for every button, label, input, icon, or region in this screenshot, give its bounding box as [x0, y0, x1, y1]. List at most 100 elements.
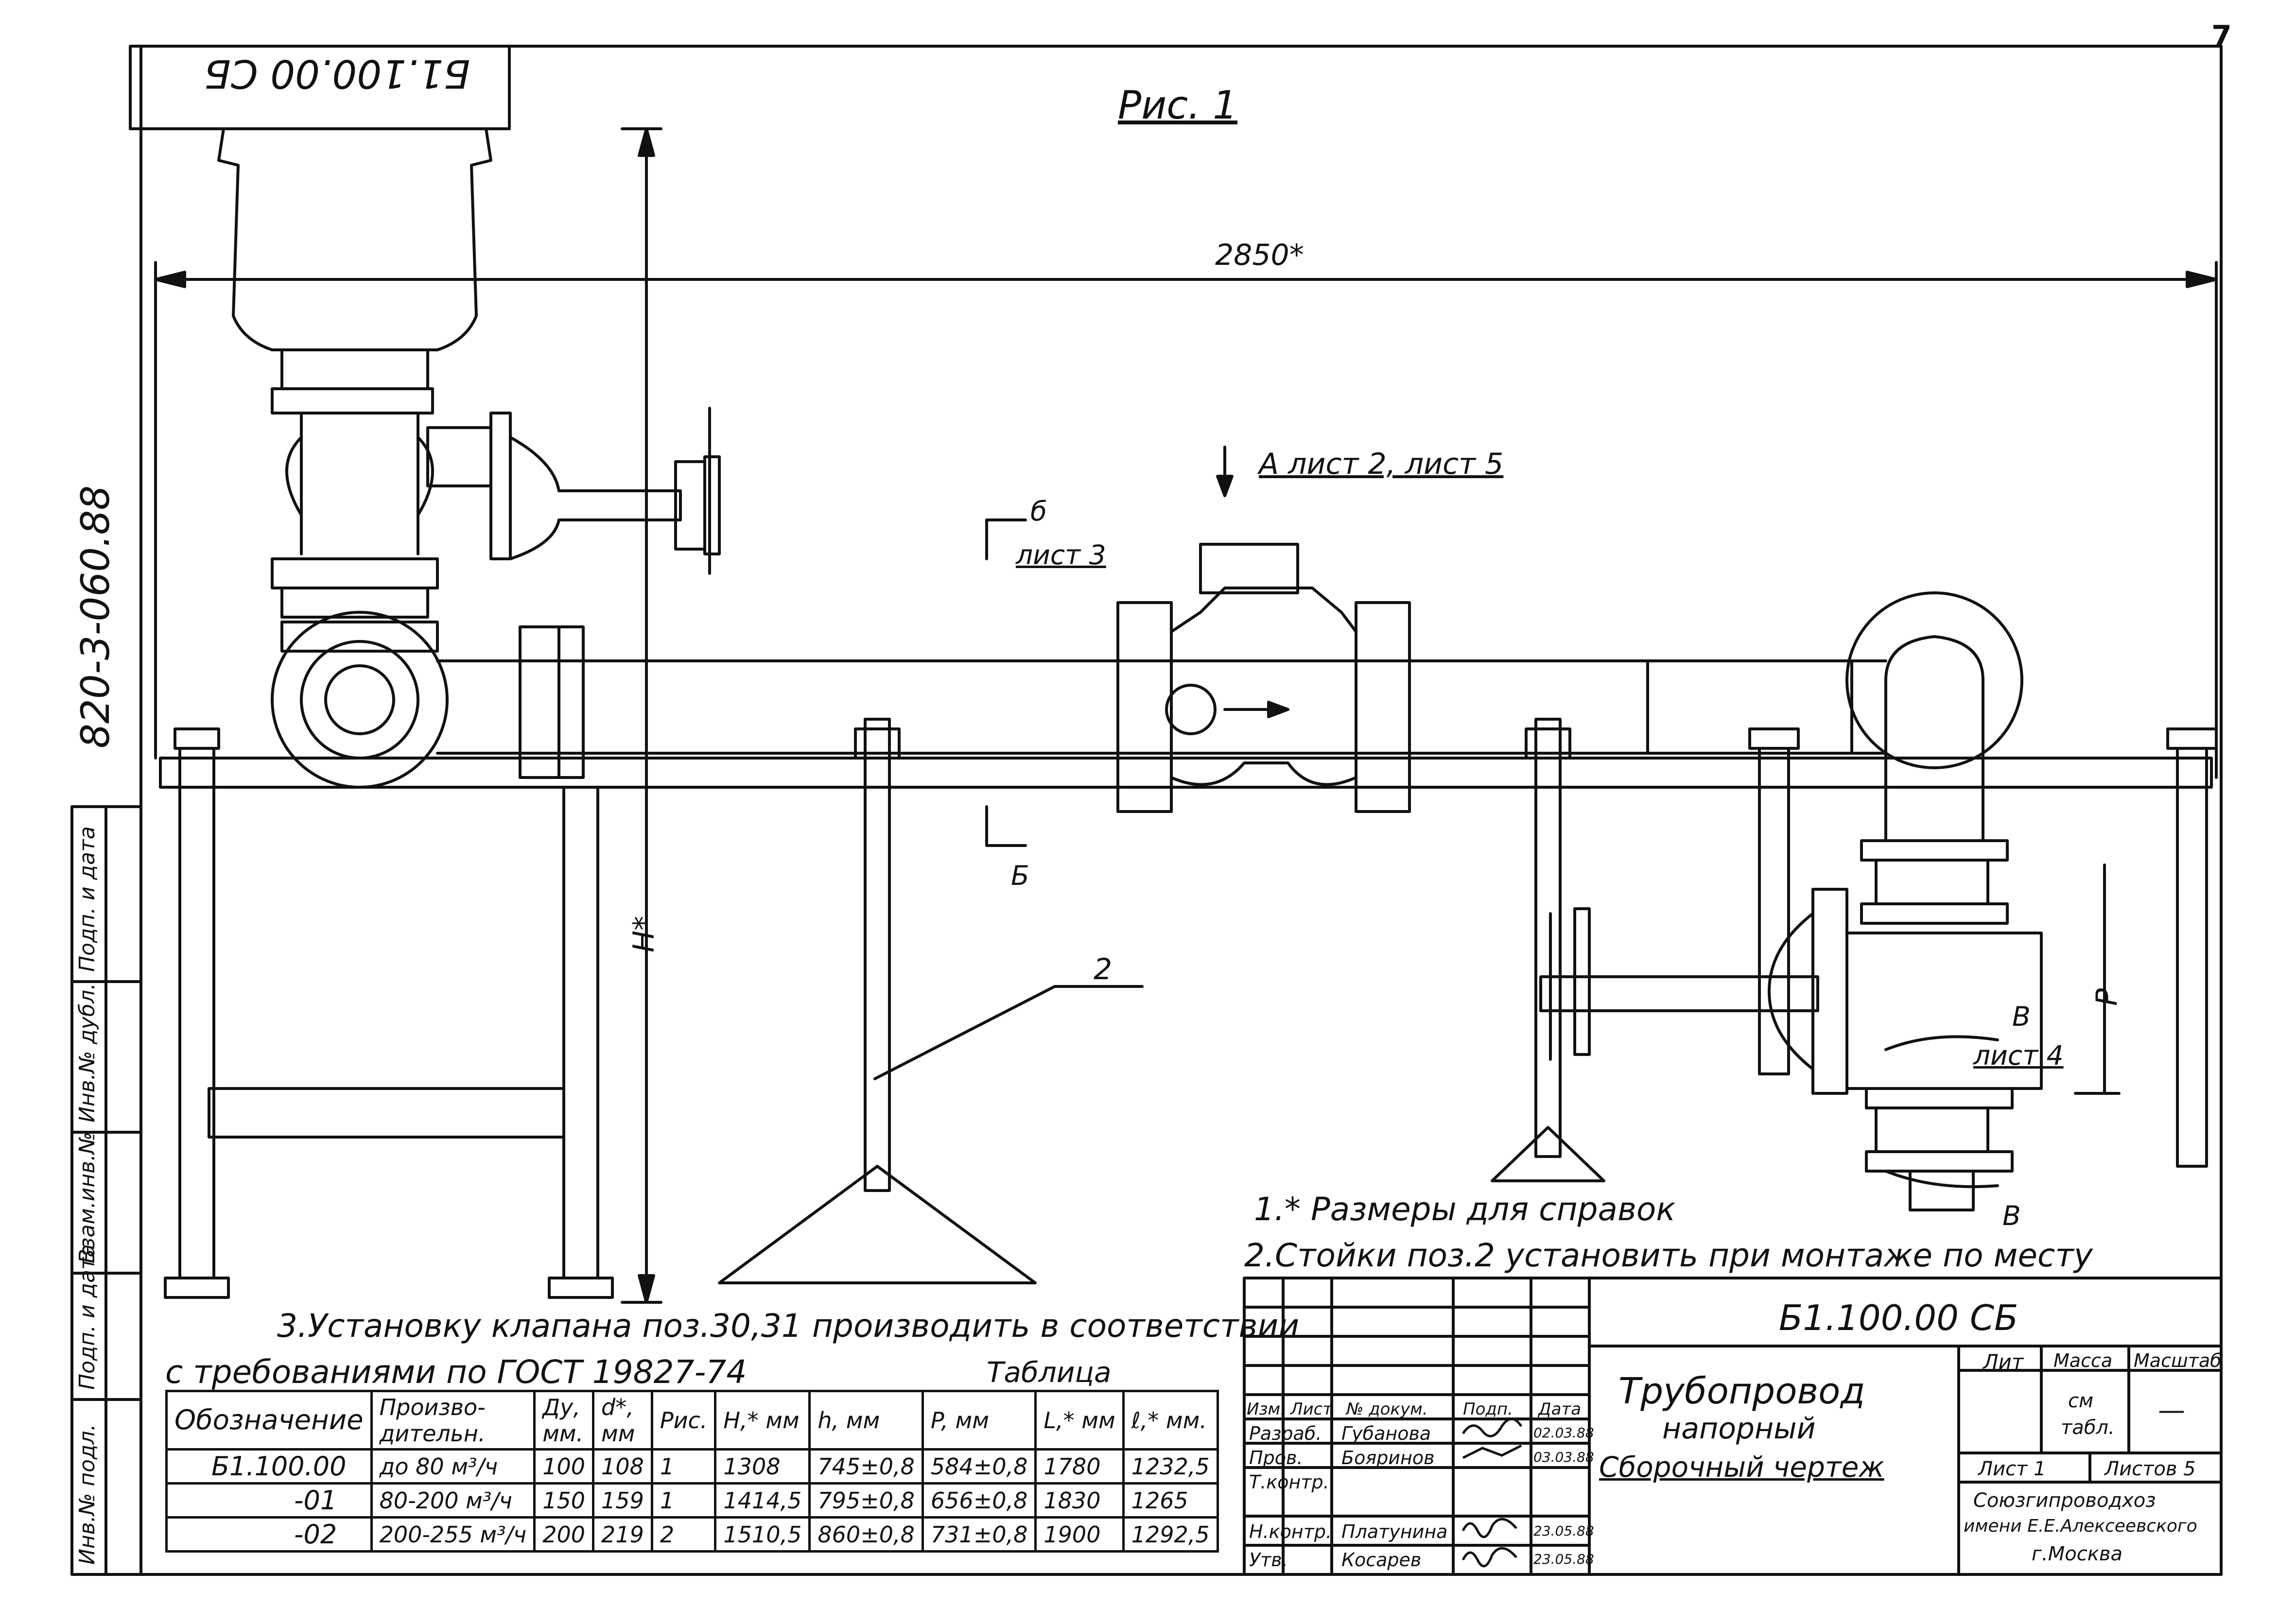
- side-stamp-label: Инв.№ дубл.: [75, 983, 100, 1123]
- main-pipe: [159, 659, 2213, 789]
- album-code: 820-3-060.88: [73, 485, 118, 748]
- table-cell: 731±0,8: [921, 1516, 1037, 1553]
- table-cell: 2: [650, 1516, 717, 1553]
- title-block-date: 23.05.88: [1533, 1523, 1594, 1539]
- title-block-name: Платунина: [1341, 1521, 1448, 1542]
- title-block-role: Разраб.: [1249, 1423, 1322, 1444]
- title-block-date: 23.05.88: [1533, 1551, 1594, 1567]
- section-v-bottom-letter: В: [2002, 1200, 2021, 1231]
- table-row: Б1.100.00 до 80 м³/ч 100 108 1 1308 745±…: [165, 1448, 1219, 1485]
- section-mark-a: [1216, 446, 1234, 497]
- table-cell: 108: [592, 1448, 653, 1485]
- table-header-cell: P, мм: [921, 1390, 1037, 1451]
- table-cell: 1780: [1034, 1448, 1125, 1485]
- dimension-p-label: P: [2090, 988, 2124, 1006]
- figure-title: Рис. 1: [1118, 83, 1237, 128]
- table-cell: 1830: [1034, 1482, 1125, 1519]
- title-block-title-line3: Сборочный чертеж: [1599, 1451, 1884, 1484]
- title-block-role: Пров.: [1249, 1447, 1303, 1469]
- title-block-col-header: № докум.: [1346, 1400, 1428, 1419]
- dimension-2850: [154, 261, 2218, 779]
- section-mark-b: [985, 518, 1027, 847]
- right-elbow-assembly: [1539, 591, 2121, 1211]
- section-b-sheet: лист 3: [1016, 539, 1106, 570]
- table-header-cell: H,* мм: [714, 1390, 811, 1451]
- section-mark-v: [1884, 1035, 1999, 1188]
- table-cell: 1232,5: [1122, 1448, 1219, 1485]
- title-block-name: Бояринов: [1341, 1447, 1435, 1469]
- table-cell: -01: [165, 1482, 373, 1519]
- title-block-lit-header: Лит: [1983, 1350, 2024, 1374]
- callout-leader-2: [873, 985, 1144, 1080]
- table-header-cell: Рис.: [650, 1390, 717, 1451]
- title-block-sheet: Лист 1: [1978, 1458, 2046, 1480]
- title-block-mass-value: табл.: [2061, 1417, 2115, 1439]
- title-block-mass-value: см: [2068, 1390, 2094, 1412]
- title-block-designation: Б1.100.00 СБ: [1779, 1297, 2018, 1338]
- title-block-name: Губанова: [1341, 1423, 1431, 1444]
- position-callout-2: 2: [1094, 952, 1113, 986]
- title-block-org-line1: Союзгипроводхоз: [1973, 1489, 2156, 1512]
- table-header-cell: Ду, мм.: [533, 1390, 595, 1451]
- title-block-date: 02.03.88: [1533, 1425, 1594, 1441]
- title-block-scale-header: Масштаб: [2134, 1350, 2222, 1371]
- side-stamp-label: Подп. и дата: [75, 826, 100, 972]
- title-block-role: Утв.: [1249, 1549, 1288, 1571]
- side-stamp-label: Взам.инв.№: [75, 1132, 100, 1263]
- table-header-cell: d*, мм: [592, 1390, 653, 1451]
- table-cell: 745±0,8: [808, 1448, 924, 1485]
- left-valve-assembly: [217, 127, 721, 789]
- support-right-posts: [1748, 727, 2218, 1168]
- table-header-cell: h, мм: [808, 1390, 924, 1451]
- note-3-cont: с требованиями по ГОСТ 19827-74: [165, 1353, 747, 1391]
- note-1: 1.* Размеры для справок: [1254, 1191, 1676, 1228]
- table-cell: 1308: [714, 1448, 811, 1485]
- table-cell: 159: [592, 1482, 653, 1519]
- title-block-col-header: Изм.: [1247, 1400, 1286, 1419]
- dimension-h: [621, 127, 662, 1304]
- check-valve: [1116, 543, 1411, 813]
- side-stamp-label: Подп. и дата: [75, 1244, 100, 1390]
- note-3: 3.Установку клапана поз.30,31 производит…: [277, 1307, 1300, 1345]
- table-header-row: Обозначение Произво-дительн. Ду, мм. d*,…: [165, 1390, 1219, 1451]
- support-left-frame: [164, 727, 614, 1299]
- title-block-date: 03.03.88: [1533, 1449, 1594, 1465]
- title-block-col-header: Дата: [1538, 1400, 1582, 1419]
- title-block-frame: [1243, 1277, 2223, 1576]
- side-stamp-label: Инв.№ подл.: [75, 1424, 100, 1565]
- title-block-org-line3: г.Москва: [2032, 1543, 2122, 1565]
- table-header-cell: Произво-дительн.: [370, 1390, 536, 1451]
- section-b-top-letter: б: [1030, 496, 1047, 527]
- table-cell: 795±0,8: [808, 1482, 924, 1519]
- sheet-number: 7: [2211, 19, 2232, 53]
- table-cell: 1: [650, 1448, 717, 1485]
- table-cell: 80-200 м³/ч: [370, 1482, 536, 1519]
- table-cell: 1292,5: [1122, 1516, 1219, 1553]
- section-v-sheet: лист 4: [1973, 1040, 2064, 1071]
- table-cell: 1510,5: [714, 1516, 811, 1553]
- title-block-title-line2: напорный: [1662, 1412, 1816, 1446]
- table-header-cell: ℓ,* мм.: [1122, 1390, 1219, 1451]
- title-block-sheets: Листов 5: [2105, 1458, 2196, 1480]
- title-block-col-header: Подп.: [1463, 1400, 1513, 1419]
- table-cell: 1265: [1122, 1482, 1219, 1519]
- title-block-scale-value: —: [2158, 1395, 2185, 1426]
- title-block-mass-header: Масса: [2053, 1350, 2113, 1371]
- table-cell: 656±0,8: [921, 1482, 1037, 1519]
- table-cell: 200: [533, 1516, 595, 1553]
- dimension-2850-label: 2850*: [1215, 238, 1304, 272]
- spec-table: Обозначение Произво-дительн. Ду, мм. d*,…: [165, 1390, 1219, 1553]
- table-cell: 1414,5: [714, 1482, 811, 1519]
- table-cell: 100: [533, 1448, 595, 1485]
- table-cell: 584±0,8: [921, 1448, 1037, 1485]
- support-stand-center: [718, 718, 1037, 1284]
- section-b-bottom-letter: Б: [1011, 860, 1029, 891]
- section-a-label: А лист 2, лист 5: [1259, 447, 1504, 481]
- title-block-org-line2: имени Е.Е.Алексеевского: [1964, 1516, 2197, 1536]
- dimension-h-label: H*: [627, 916, 661, 952]
- note-2: 2.Стойки поз.2 установить при монтаже по…: [1244, 1237, 2093, 1274]
- support-stand-right: [1491, 718, 1605, 1182]
- title-block-role: Т.контр.: [1249, 1471, 1329, 1493]
